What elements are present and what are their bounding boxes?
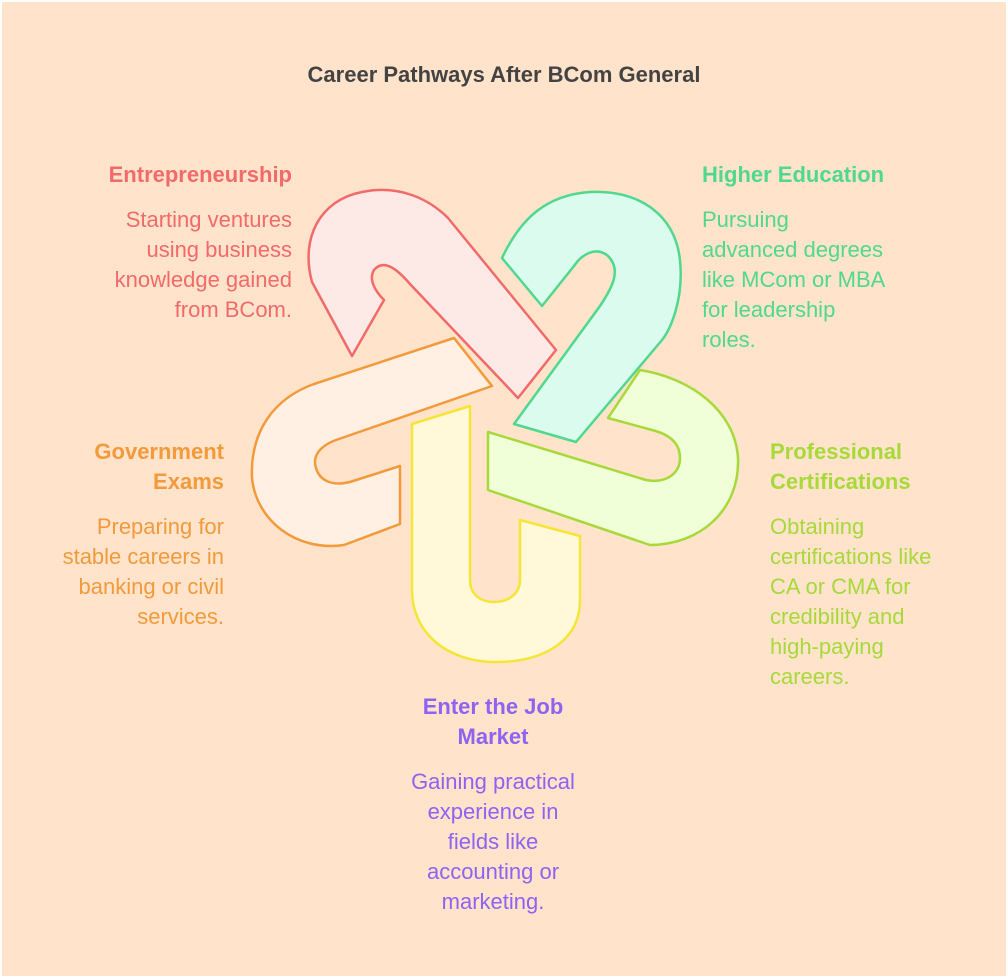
government-exams-heading: Government Exams bbox=[94, 439, 224, 494]
higher-education-heading: Higher Education bbox=[702, 162, 885, 187]
professional-certifications-description: Obtaining certifications like CA or CMA … bbox=[770, 514, 932, 689]
diagram-title: Career Pathways After BCom General bbox=[307, 62, 701, 87]
higher-education-block: Higher Education Pursuing advanced degre… bbox=[702, 160, 942, 355]
entrepreneurship-heading: Entrepreneurship bbox=[108, 162, 292, 187]
job-market-description: Gaining practical experience in fields l… bbox=[411, 769, 575, 914]
higher-education-description: Pursuing advanced degrees like MCom or M… bbox=[702, 207, 886, 352]
higher-education-link bbox=[500, 190, 682, 444]
job-market-heading: Enter the Job Market bbox=[422, 694, 564, 749]
professional-certifications-block: Professional Certifications Obtaining ce… bbox=[770, 437, 1002, 692]
entrepreneurship-description: Starting ventures using business knowled… bbox=[114, 207, 292, 322]
professional-certifications-link bbox=[486, 368, 740, 547]
entrepreneurship-link bbox=[307, 188, 558, 400]
government-exams-link bbox=[250, 336, 494, 548]
entrepreneurship-block: Entrepreneurship Starting ventures using… bbox=[60, 160, 292, 325]
professional-certifications-heading: Professional Certifications bbox=[770, 439, 911, 494]
job-market-block: Enter the Job Market Gaining practical e… bbox=[380, 692, 606, 917]
government-exams-description: Preparing for stable careers in banking … bbox=[62, 514, 224, 629]
government-exams-block: Government Exams Preparing for stable ca… bbox=[20, 437, 224, 632]
job-market-link bbox=[410, 404, 582, 664]
